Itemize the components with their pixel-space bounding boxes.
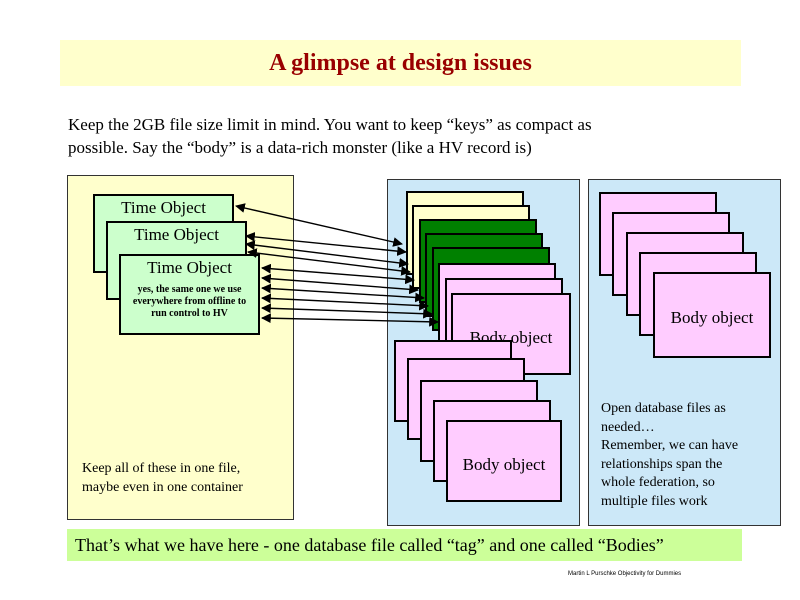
body-card: Body object xyxy=(653,272,771,358)
time-object-label: Time Object xyxy=(134,225,219,244)
time-object-label: Time Object xyxy=(147,258,232,277)
slide-credit: Martin L Purschke Objectivity for Dummie… xyxy=(568,571,682,577)
intro-text: Keep the 2GB file size limit in mind. Yo… xyxy=(68,113,748,159)
association-arrow xyxy=(261,293,429,311)
slide-title: A glimpse at design issues xyxy=(269,49,532,76)
association-arrow xyxy=(235,203,403,247)
body-object-label: Body object xyxy=(670,308,754,327)
footer-bar: That’s what we have here - one database … xyxy=(67,529,742,561)
intro-line-1: Keep the 2GB file size limit in mind. Yo… xyxy=(68,115,592,134)
federation-note-line-5: whole federation, so xyxy=(601,475,715,490)
tag-note-line-2: maybe even in one container xyxy=(82,480,243,495)
time-object-card: Time Object yes, the same one we use eve… xyxy=(119,254,260,335)
federation-note: Open database files as needed… Remember,… xyxy=(601,400,776,511)
federation-note-line-3: Remember, we can have xyxy=(601,438,739,453)
intro-line-2: possible. Say the “body” is a data-rich … xyxy=(68,138,532,157)
tag-note-line-1: Keep all of these in one file, xyxy=(82,461,241,476)
association-arrow xyxy=(245,240,409,268)
association-arrow xyxy=(245,232,407,256)
federation-note-line-1: Open database files as xyxy=(601,401,726,416)
association-arrow xyxy=(261,313,439,327)
tag-file-note: Keep all of these in one file, maybe eve… xyxy=(82,459,282,497)
association-arrow xyxy=(261,283,425,303)
time-object-label: Time Object xyxy=(121,198,206,217)
federation-note-line-6: multiple files work xyxy=(601,493,708,509)
federation-note-line-2: needed… xyxy=(601,419,655,435)
body-card: Body object xyxy=(446,420,562,502)
body-object-label: Body object xyxy=(462,455,546,474)
association-arrow xyxy=(261,303,433,319)
association-arrow xyxy=(261,273,419,295)
time-object-note: yes, the same one we use everywhere from… xyxy=(132,284,247,319)
footer-text: That’s what we have here - one database … xyxy=(75,534,664,555)
title-bar: A glimpse at design issues xyxy=(60,40,741,86)
federation-note-line-4: relationships span the xyxy=(601,456,723,472)
